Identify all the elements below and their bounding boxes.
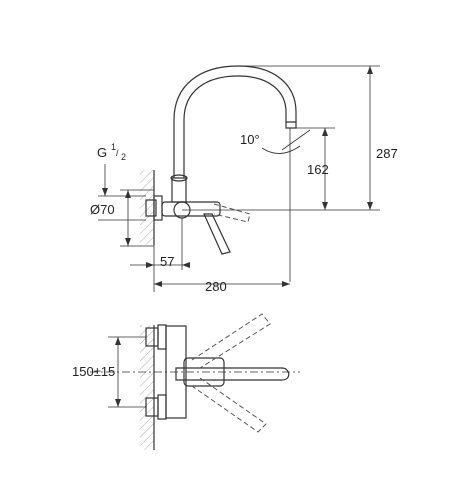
svg-text:/: / [116,148,119,158]
spout-rotated-down [191,377,267,433]
svg-text:G: G [97,145,107,160]
spout-base [171,177,187,203]
dim-287-label: 287 [376,146,398,161]
spout-arc-outer [173,65,297,178]
top-view: 150±15 [72,313,300,450]
angle-arc [261,145,301,154]
svg-text:2: 2 [121,152,126,162]
thread-label: G 1 / 2 [97,142,126,162]
dim-162-label: 162 [307,162,329,177]
spout-base-ring [170,174,188,182]
spout-top-view [175,367,290,381]
lever-tilted-outline [213,203,251,223]
lever-handle [203,213,231,255]
spout-arc-inner [183,75,287,178]
spout-rotated-up [191,313,271,369]
mixer-body-side [161,201,221,217]
side-view: 10° 162 287 G 1 / 2 Ø70 [90,65,398,294]
dim-150-label: 150±15 [72,364,115,379]
rosette-diameter-label: Ø70 [90,202,115,217]
wall-top [140,325,154,450]
angle-label: 10° [240,132,260,147]
dim-280-label: 280 [205,279,227,294]
dim-57-label: 57 [160,254,174,269]
spout-tip [285,121,297,129]
connector-nut-side [145,199,157,217]
svg-text:1: 1 [111,142,116,152]
wall-side [140,170,154,245]
